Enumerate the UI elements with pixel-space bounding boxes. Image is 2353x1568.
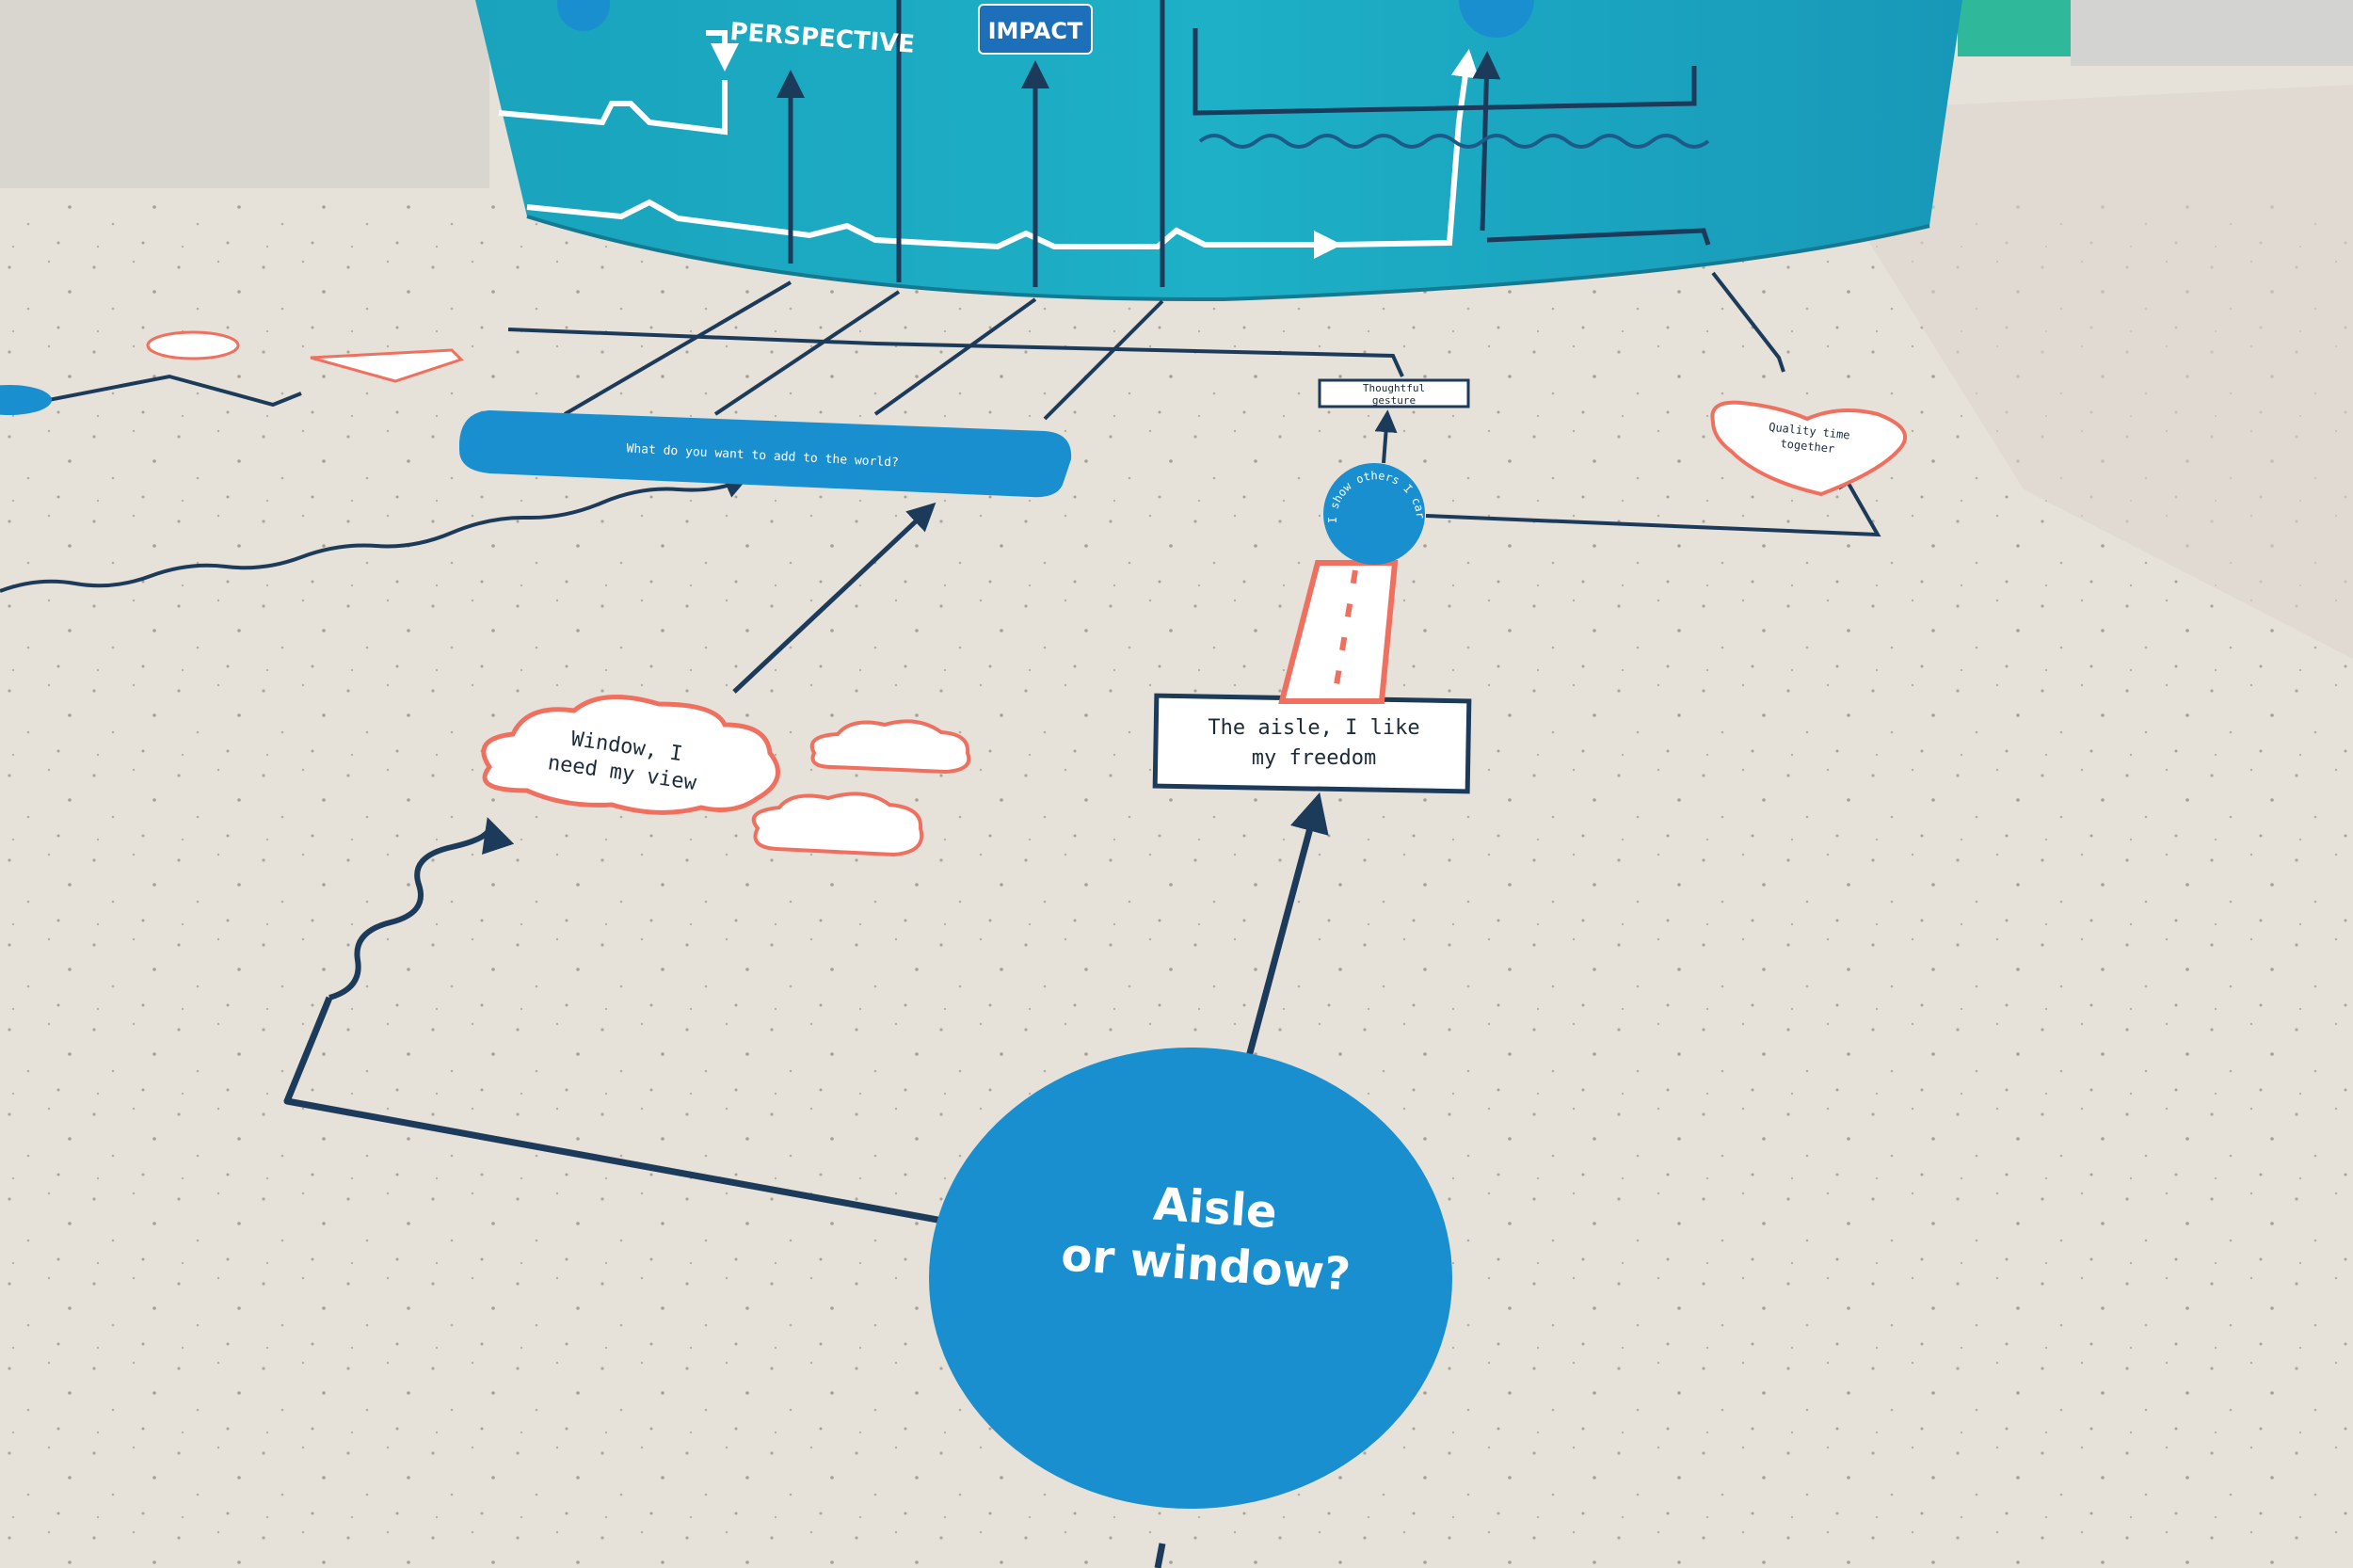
background-green-panel	[1958, 0, 2071, 56]
svg-text:IMPACT: IMPACT	[988, 18, 1083, 44]
thoughtful-gesture-label: Thoughtful gesture	[1320, 380, 1468, 407]
line-main-downward	[1158, 1544, 1162, 1568]
svg-text:Thoughtful: Thoughtful	[1363, 382, 1425, 394]
svg-text:gesture: gesture	[1372, 394, 1416, 407]
svg-text:my freedom: my freedom	[1252, 746, 1376, 770]
teal-wall	[475, 0, 1962, 299]
impact-badge: IMPACT	[979, 5, 1092, 54]
left-wall-shadow	[0, 0, 489, 188]
background-far-room	[2071, 0, 2353, 66]
main-question-circle: Aisle or window?	[929, 1048, 1452, 1509]
svg-text:Aisle: Aisle	[1152, 1178, 1279, 1240]
svg-text:The aisle, I like: The aisle, I like	[1208, 716, 1419, 740]
aisle-answer-box: The aisle, I like my freedom	[1155, 696, 1469, 792]
